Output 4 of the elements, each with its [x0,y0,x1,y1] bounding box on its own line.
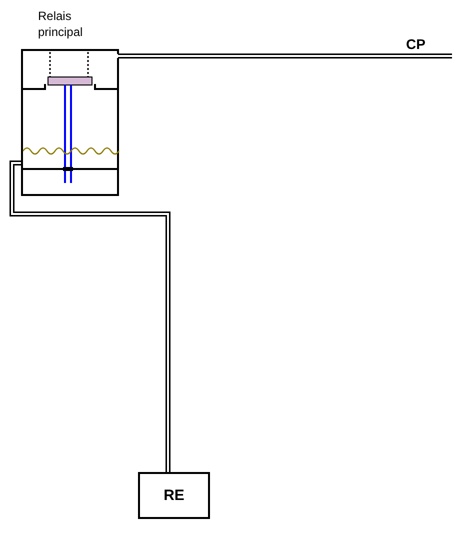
box-label: RE [164,487,184,504]
reservoir-box [138,472,210,519]
component-label: Relais principal [38,8,84,40]
pipe-label: CP [405,36,452,56]
